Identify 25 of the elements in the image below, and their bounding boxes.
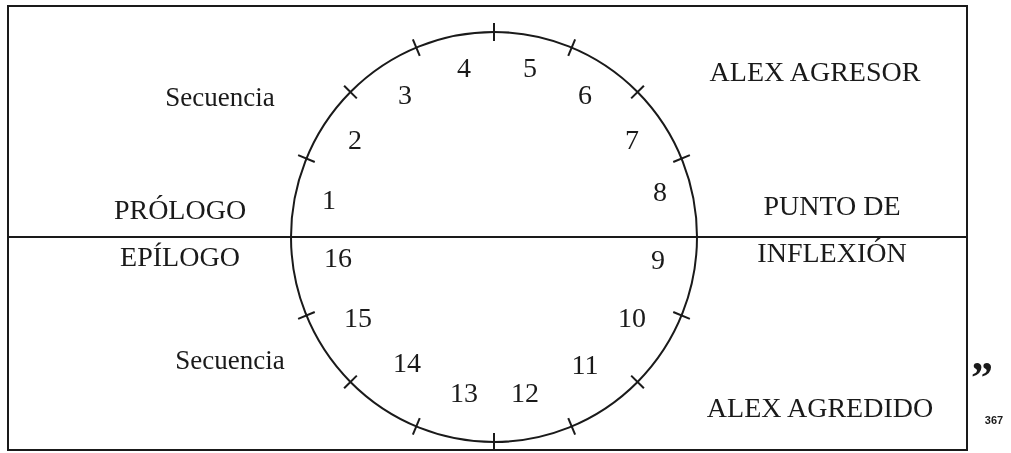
- segment-number: 14: [393, 349, 421, 377]
- section-label: ALEX AGREDIDO: [706, 394, 934, 422]
- segment-number: 5: [523, 54, 537, 82]
- section-label: ALEX AGRESOR: [709, 58, 921, 86]
- segment-number: 9: [651, 246, 665, 274]
- segment-number: 8: [653, 178, 667, 206]
- segment-number: 10: [618, 304, 646, 332]
- segment-number: 15: [344, 304, 372, 332]
- segment-number: 6: [578, 81, 592, 109]
- page-number: 367: [984, 414, 1004, 426]
- segment-number: 7: [625, 126, 639, 154]
- sequence-label: Secuencia: [165, 83, 275, 111]
- segment-number: 13: [450, 379, 478, 407]
- section-label: EPÍLOGO: [120, 243, 240, 271]
- segment-number: 2: [348, 126, 362, 154]
- quote-mark: ”: [971, 356, 993, 400]
- segment-number: 4: [457, 54, 471, 82]
- segment-number: 12: [511, 379, 539, 407]
- section-label: PUNTO DE INFLEXIÓN: [756, 189, 908, 270]
- segment-number: 1: [322, 186, 336, 214]
- section-label: PRÓLOGO: [113, 196, 247, 224]
- segment-number: 16: [324, 244, 352, 272]
- sequence-label: Secuencia: [175, 346, 285, 374]
- segment-number: 11: [571, 351, 599, 379]
- segment-number: 3: [398, 81, 412, 109]
